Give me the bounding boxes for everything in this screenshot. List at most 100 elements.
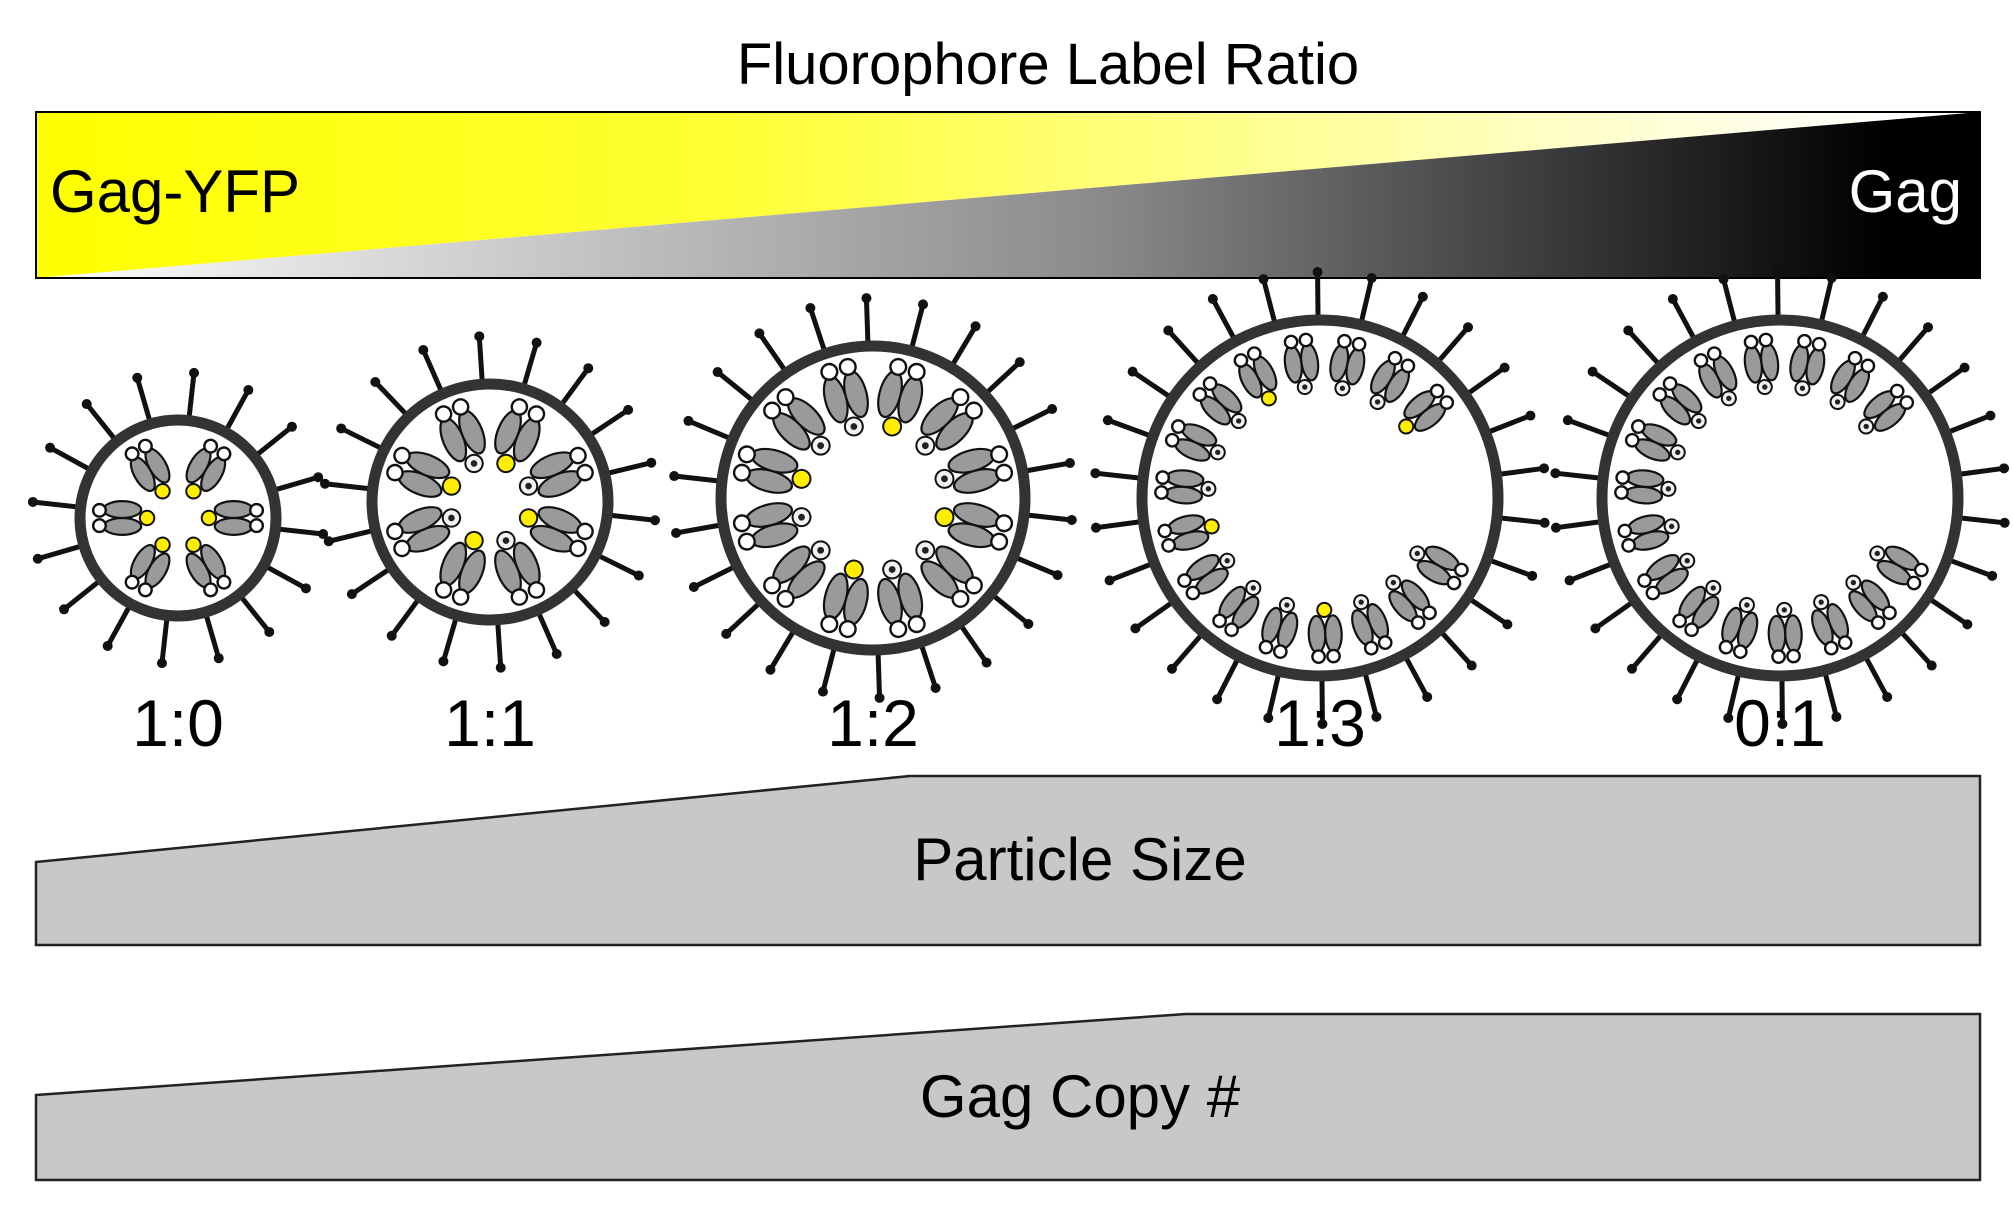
spike-tip (861, 293, 872, 304)
gag-protein (386, 446, 462, 498)
envelope-spike (1946, 413, 1993, 435)
ratio-label-1-3: 1:3 (1274, 686, 1366, 760)
spike-tip (1539, 463, 1550, 474)
envelope-spike (1261, 276, 1278, 325)
spike-tip (1672, 694, 1683, 705)
diagram-title: Fluorophore Label Ratio (737, 32, 1359, 97)
gag-protein (434, 530, 486, 606)
spike-tip (132, 372, 143, 383)
spike-tip (336, 423, 347, 434)
yfp-fluorophore (441, 476, 462, 496)
spike-tip (1130, 623, 1141, 634)
gag-protein (1624, 419, 1686, 462)
gag-protein (1811, 594, 1853, 656)
envelope-spike (1590, 369, 1632, 399)
gag-protein (732, 502, 812, 551)
spike-tip (264, 626, 275, 637)
envelope-spike (159, 616, 170, 666)
yfp-fluorophore (791, 468, 812, 489)
envelope-spike (673, 522, 722, 536)
spike-tip (1987, 570, 1998, 581)
spike-tip (318, 529, 329, 540)
gag-protein (386, 506, 462, 558)
gag-protein (1283, 332, 1320, 396)
yfp-fluorophore (496, 453, 516, 474)
envelope-spike (1567, 561, 1614, 583)
gag-copy-label: Gag Copy # (920, 1063, 1241, 1130)
yfp-fluorophore (934, 507, 955, 528)
envelope-spike (84, 401, 117, 441)
spike-tip (1023, 618, 1034, 629)
envelope-spike (1093, 519, 1143, 531)
gag-protein (185, 536, 232, 598)
envelope-spike (273, 474, 321, 493)
gag-protein (1767, 601, 1803, 664)
envelope-spike (372, 379, 409, 417)
spike-tip (1052, 570, 1063, 581)
spike-tip (1263, 713, 1274, 724)
particle-size-label: Particle Size (913, 826, 1246, 893)
gag-protein (1869, 545, 1929, 591)
envelope-spike (224, 387, 251, 432)
envelope-spike (608, 512, 658, 523)
spike-tip (323, 536, 334, 547)
yfp-fluorophore (154, 536, 171, 553)
envelope-spike (691, 564, 736, 590)
envelope-spike (1629, 633, 1664, 672)
gag-protein (1858, 383, 1915, 435)
gag-protein (434, 398, 486, 474)
envelope-spike (1957, 465, 2007, 477)
envelope-spike (991, 593, 1031, 627)
envelope-spike (1497, 465, 1547, 477)
spike-tip (1102, 415, 1113, 426)
envelope-spike (1928, 597, 1970, 627)
envelope-spike (1265, 672, 1281, 721)
spike-tip (313, 472, 324, 483)
yfp-fluorophore (843, 559, 864, 580)
envelope-spike (389, 597, 421, 639)
envelope-spike (1105, 417, 1152, 438)
particle-size-shape (34, 774, 1982, 947)
spike-tip (1550, 522, 1561, 533)
envelope-spike (276, 526, 326, 537)
gag-label: Gag (1849, 158, 1962, 225)
envelope-spike (1822, 671, 1839, 720)
envelope-spike (1553, 519, 1603, 531)
gag-protein (494, 398, 546, 474)
gag-protein (124, 536, 171, 598)
envelope-spike (536, 611, 560, 657)
spike-tip (1317, 718, 1328, 729)
spike-tip (683, 415, 694, 426)
gag-protein (200, 500, 265, 536)
envelope-spike (1403, 655, 1430, 700)
spike-tip (59, 604, 70, 615)
gag-protein (1212, 579, 1262, 638)
yfp-fluorophore (154, 483, 171, 500)
spike-tip (930, 682, 941, 693)
spike-tip (712, 367, 723, 378)
gag-protein (1718, 596, 1759, 659)
spike-tip (102, 640, 113, 651)
envelope-spike (723, 601, 762, 637)
gag-protein (877, 559, 926, 639)
viral-membrane (715, 340, 1031, 656)
gag-protein (1398, 383, 1455, 435)
envelope-spike (1400, 294, 1426, 339)
envelope-spike (1958, 515, 2008, 526)
yfp-fluorophore (464, 530, 484, 551)
envelope-spike (440, 616, 459, 664)
spike-tip (213, 653, 224, 664)
envelope-spike (1165, 327, 1201, 366)
spike-tip (583, 363, 594, 374)
spike-tip (156, 658, 167, 669)
spike-tip (1772, 267, 1783, 278)
spike-tip (805, 303, 816, 314)
spike-tip (649, 515, 660, 526)
gag-protein (1829, 350, 1876, 410)
envelope-spike (1466, 365, 1508, 396)
envelope-spike (134, 375, 153, 423)
spike-tip (1371, 711, 1382, 722)
gag-protein (1617, 514, 1680, 553)
yfp-fluorophore (200, 509, 218, 527)
